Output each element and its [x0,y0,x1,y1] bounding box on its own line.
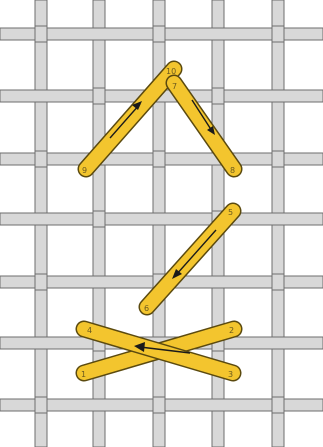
vertical-thread-over [153,397,165,413]
point-label-7: 7 [172,82,177,91]
vertical-thread-over [35,274,47,290]
point-label-2: 2 [229,326,234,335]
vertical-thread-over [272,274,284,290]
point-label-9: 9 [82,166,87,175]
point-label-8: 8 [230,166,235,175]
point-label-3: 3 [228,370,233,379]
point-label-6: 6 [144,304,149,313]
vertical-thread-over [272,151,284,167]
point-label-10: 10 [166,67,176,76]
vertical-thread-over [93,88,105,104]
vertical-thread-over [153,26,165,42]
horizontal-thread [0,213,323,225]
vertical-thread-over [35,151,47,167]
vertical-thread-over [272,397,284,413]
vertical-thread-over [272,26,284,42]
point-label-4: 4 [87,326,92,335]
vertical-thread-over [93,211,105,227]
point-label-1: 1 [81,370,86,379]
point-label-5: 5 [228,208,233,217]
vertical-thread-over [212,88,224,104]
vertical-thread-over [35,397,47,413]
arrow-down-left [176,230,216,275]
vertical-thread-over [153,151,165,167]
vertical-thread-over [35,26,47,42]
